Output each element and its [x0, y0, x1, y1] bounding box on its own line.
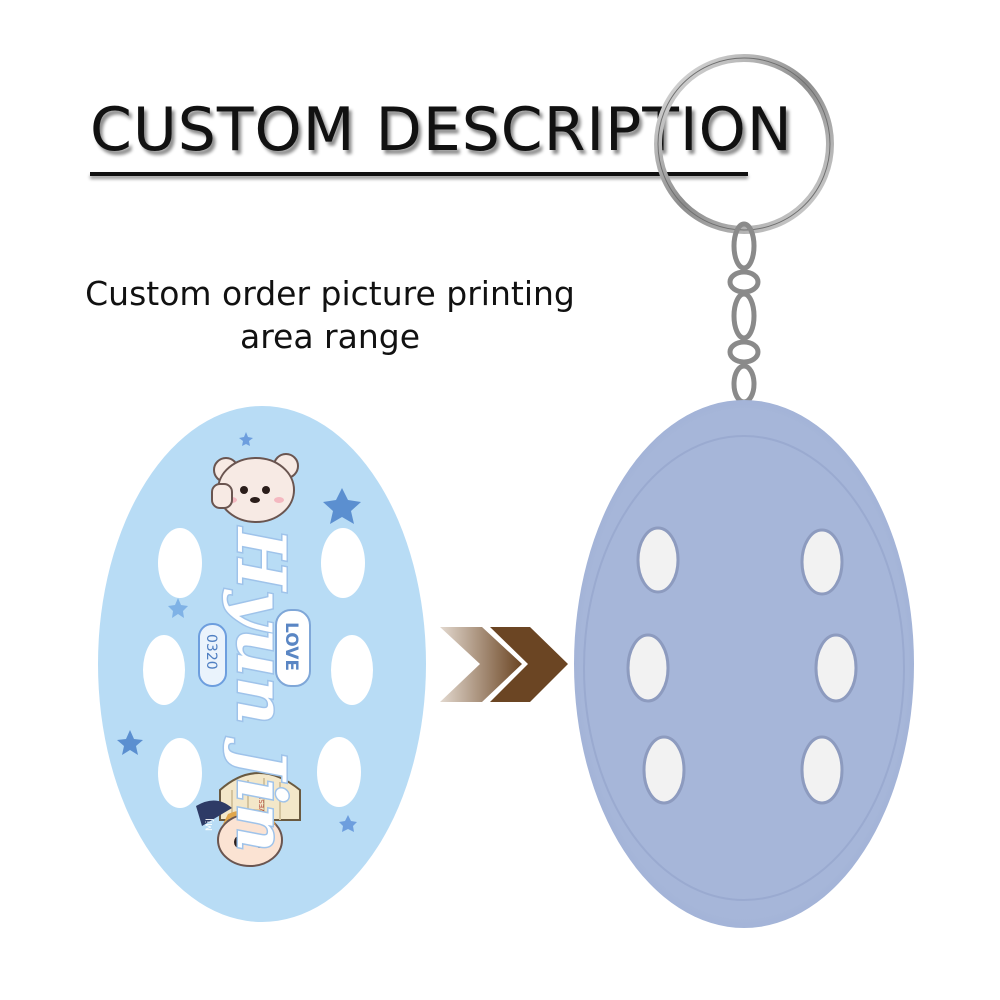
- star-icon: [168, 598, 188, 618]
- hole: [814, 633, 858, 703]
- date-badge-text: 0320: [203, 634, 219, 670]
- description-line-2: area range: [239, 317, 421, 356]
- hole: [626, 633, 670, 703]
- love-badge: LOVE: [275, 609, 311, 687]
- right-plate-shape: [574, 400, 914, 928]
- blank-plate: [574, 400, 914, 928]
- hole: [317, 737, 361, 807]
- right-plate-rim: [583, 435, 905, 901]
- hole: [158, 738, 202, 808]
- hole: [331, 635, 373, 705]
- date-badge: 0320: [198, 623, 227, 687]
- description-text: Custom order picture printing area range: [60, 272, 600, 358]
- hole: [642, 735, 686, 805]
- hole: [800, 528, 844, 596]
- hat-label: LOVESKY: [258, 790, 266, 822]
- key-ring: [654, 54, 834, 234]
- hole: [158, 528, 202, 598]
- boy-character: MiJ LOVESKY: [196, 772, 301, 867]
- description-line-1: Custom order picture printing: [85, 274, 575, 313]
- bear-character: [211, 453, 299, 523]
- page-heading: CUSTOM DESCRIPTION: [90, 95, 793, 165]
- hole: [636, 526, 680, 594]
- printed-script-text: Hyun Jin: [222, 526, 300, 852]
- direction-arrow: [440, 627, 568, 702]
- hole: [321, 528, 365, 598]
- star-icon: [239, 432, 253, 446]
- heading-underline: [90, 172, 748, 176]
- star-icon: [323, 488, 361, 524]
- decorative-stars: [117, 432, 361, 832]
- love-badge-text: LOVE: [281, 622, 301, 671]
- printed-plate: MiJ LOVESKY Hyun Jin LOVE 0320: [98, 406, 426, 922]
- left-plate-holes: [143, 528, 373, 808]
- chain: [727, 221, 761, 405]
- hole: [800, 735, 844, 805]
- keychain-hardware: [654, 54, 834, 405]
- chevron-right-icon: [490, 627, 568, 702]
- star-icon: [117, 730, 143, 755]
- chevron-right-icon: [440, 627, 522, 702]
- right-plate-holes: [626, 526, 858, 805]
- cap-label: MiJ: [205, 818, 215, 831]
- star-icon: [339, 815, 357, 832]
- hole: [143, 635, 185, 705]
